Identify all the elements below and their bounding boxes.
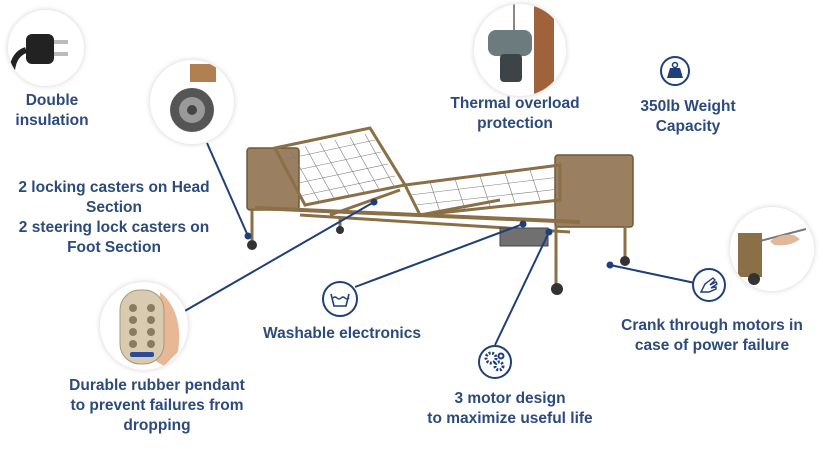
casters-label: 2 locking casters on Head Section 2 stee… — [0, 178, 228, 258]
gears-icon — [484, 351, 505, 372]
casters-line4: Foot Section — [67, 239, 161, 256]
motor-line1: 3 motor design — [454, 390, 566, 407]
casters-line3: 2 steering lock casters on — [18, 219, 210, 236]
wash-tub-icon — [330, 293, 350, 307]
double-insulation-line1: Double — [25, 92, 79, 109]
motor-label: 3 motor design to maximize useful life — [410, 389, 610, 429]
hand-icon — [699, 277, 718, 293]
power-plug-icon — [9, 34, 68, 71]
bed-frame — [246, 126, 634, 295]
washable-badge — [322, 281, 358, 317]
pendant-line1: Durable rubber pendant — [69, 377, 245, 394]
weight-line1: 350lb Weight — [640, 98, 736, 115]
pendant-photo — [100, 282, 188, 370]
crank-photo — [730, 207, 814, 291]
thermal-line1: Thermal overload — [450, 95, 580, 112]
washable-line1: Washable electronics — [263, 325, 421, 342]
pendant-label: Durable rubber pendant to prevent failur… — [55, 376, 259, 436]
crank-label: Crank through motors in case of power fa… — [612, 316, 812, 356]
connector-lines — [182, 142, 696, 346]
weight-label: 350lb Weight Capacity — [628, 97, 748, 137]
thermal-label: Thermal overload protection — [440, 94, 590, 134]
washable-label: Washable electronics — [253, 324, 431, 344]
motor-icon — [488, 4, 554, 96]
double-insulation-label: Double insulation — [12, 91, 92, 131]
caster-wheel-icon — [170, 64, 216, 132]
gears-badge — [478, 345, 512, 379]
casters-line1: 2 locking casters on Head — [18, 179, 210, 196]
crank-line1: Crank through motors in — [621, 317, 803, 334]
crank-line2: case of power failure — [634, 337, 790, 354]
pendant-line3: dropping — [123, 417, 191, 434]
power-plug-photo — [8, 10, 84, 86]
thermal-line2: protection — [477, 115, 553, 132]
weight-badge — [660, 56, 690, 86]
pendant-line2: to prevent failures from — [70, 397, 244, 414]
hand-crank-icon — [738, 228, 807, 285]
double-insulation-line2: insulation — [15, 112, 89, 129]
weight-icon — [667, 61, 683, 78]
pendant-remote-icon — [119, 289, 180, 366]
casters-line2: Section — [86, 199, 142, 216]
crank-badge — [692, 268, 726, 302]
motor-photo — [474, 4, 566, 96]
motor-line2: to maximize useful life — [427, 410, 593, 427]
weight-line2: Capacity — [655, 118, 721, 135]
caster-photo — [150, 60, 234, 144]
